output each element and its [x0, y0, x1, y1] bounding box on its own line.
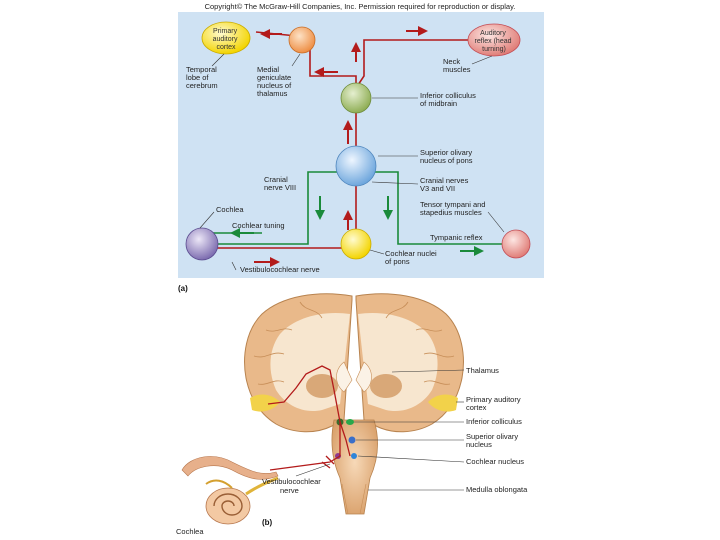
- inferior-colliculus-node: [340, 82, 372, 114]
- vestibulocochlear-nerve-label: Vestibulocochlear nerve: [240, 265, 320, 274]
- cranial-nerves-v3-vii-label: Cranial nerves V3 and VII: [420, 176, 470, 193]
- cochlear-tuning-label: Cochlear tuning: [232, 221, 285, 230]
- brain-red-pathway: [267, 365, 351, 471]
- tympanic-muscle-node: [501, 229, 531, 259]
- auditory-reflex-label: Auditory reflex (head turning): [475, 30, 514, 53]
- panel-a-label: (a): [178, 284, 188, 293]
- panel-b: Thalamus Primary auditory cortex Inferio…: [176, 293, 528, 536]
- vestibulocochlear-nerve-trunk: [245, 476, 279, 496]
- vestibulocochlear-b-label: Vestibulocochlear nerve: [262, 477, 323, 495]
- cochlear-nuclei-node: [340, 228, 372, 260]
- copyright-notice: Copyright© The McGraw-Hill Companies, In…: [204, 2, 516, 11]
- inferior-colliculus-label: Inferior colliculus of midbrain: [420, 91, 478, 108]
- thalamus-left: [306, 374, 338, 398]
- medial-geniculate-label: Medial geniculate nucleus of thalamus: [257, 65, 293, 98]
- panel-b-label: (b): [262, 518, 273, 527]
- panel-a: Primary auditory cortex Auditory reflex …: [178, 12, 544, 293]
- medulla-oblongata-label: Medulla oblongata: [466, 485, 528, 494]
- inferior-colliculus-dot: [346, 419, 354, 425]
- auditory-reflex-node: [467, 23, 521, 57]
- cochlea-b-label: Cochlea: [176, 527, 204, 536]
- leader-lines: [199, 53, 505, 271]
- medial-geniculate-node: [288, 26, 316, 54]
- superior-olivary-b-label: Superior olivary nucleus: [466, 432, 520, 449]
- green-arrows: [230, 196, 484, 256]
- superior-olivary-node: [335, 145, 377, 187]
- thalamus-label: Thalamus: [466, 366, 499, 375]
- primary-auditory-cortex-label: Primary auditory cortex: [213, 28, 240, 51]
- superior-olivary-label: Superior olivary nucleus of pons: [420, 148, 474, 165]
- tympanic-reflex-label: Tympanic reflex: [430, 233, 483, 242]
- superior-olivary-dot: [348, 436, 356, 444]
- cochlear-nucleus-dot: [351, 453, 357, 459]
- primary-auditory-cortex-node: [201, 21, 251, 55]
- cochlear-nuclei-label: Cochlear nuclei of pons: [385, 249, 439, 266]
- auditory-cortex-right: [428, 394, 458, 412]
- cochlea-spiral: [213, 493, 243, 516]
- cochlear-nucleus-label: Cochlear nucleus: [466, 457, 524, 466]
- panel-b-leader-lines: [295, 369, 465, 491]
- cochlea-illustration: [181, 456, 279, 525]
- thalamus-right: [370, 374, 402, 398]
- cochlea-node: [185, 227, 219, 261]
- cochlea-label: Cochlea: [216, 205, 244, 214]
- inferior-colliculus-b-label: Inferior colliculus: [466, 417, 522, 426]
- temporal-lobe-label: Temporal lobe of cerebrum: [186, 65, 219, 90]
- brainstem: [331, 419, 378, 515]
- tensor-tympani-label: Tensor tympani and stapedius muscles: [420, 200, 488, 217]
- primary-auditory-cortex-b-label: Primary auditory cortex: [466, 395, 523, 412]
- brain-coronal-section: [244, 293, 464, 515]
- neck-muscles-label: Neck muscles: [443, 57, 471, 74]
- red-arrows: [254, 26, 428, 267]
- cranial-nerve-viii-label: Cranial nerve VIII: [264, 175, 296, 192]
- auditory-cortex-left: [250, 394, 280, 412]
